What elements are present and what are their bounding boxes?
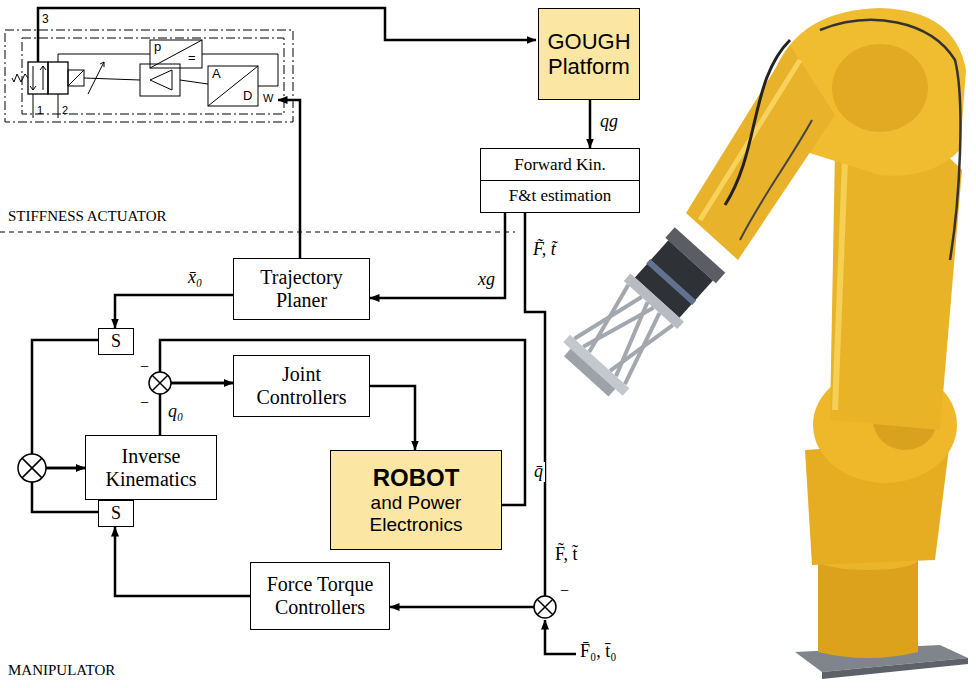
node-text: S — [100, 503, 132, 524]
signal-label: xg — [476, 270, 497, 290]
selection-box: S — [98, 328, 134, 355]
signal-name: W — [263, 92, 273, 104]
node-text: Forward Kin. — [481, 150, 639, 181]
node-text: ROBOT — [335, 464, 497, 492]
signal-connector — [370, 386, 415, 450]
robot-illustration — [557, 8, 968, 679]
process-box: Force Torque Controllers — [250, 562, 390, 630]
section-title: STIFFNESS ACTUATOR — [8, 208, 167, 225]
node-text: F&t estimation — [481, 181, 639, 211]
robot-box: ROBOTand Power Electronics — [330, 450, 502, 550]
schematic-wires — [38, 8, 576, 654]
node-text: GOUGH Platform — [543, 29, 635, 80]
node-content: Joint Controllers — [238, 363, 365, 409]
port-number: 2 — [62, 104, 68, 116]
selection-box: S — [98, 500, 134, 527]
node-content: S — [100, 331, 132, 352]
port-number: 1 — [37, 104, 43, 116]
node-text: and Power Electronics — [335, 492, 497, 536]
node-text: Force Torque Controllers — [255, 573, 385, 619]
section-divider — [0, 232, 515, 233]
stiffness-actuator-schematic — [5, 30, 293, 122]
signal-connector — [115, 295, 233, 328]
sensor-symbol-text: p — [154, 40, 161, 54]
signal-connector — [115, 527, 250, 596]
node-content: Force Torque Controllers — [255, 573, 385, 619]
sign-label: − — [560, 582, 569, 600]
node-text: Trajectory Planer — [238, 266, 365, 312]
sign-label: − — [140, 394, 149, 412]
node-content: Inverse Kinematics — [90, 445, 212, 491]
node-text: Joint Controllers — [238, 363, 365, 409]
sign-label: − — [140, 358, 149, 376]
signal-label: qg — [598, 112, 620, 132]
node-content: S — [100, 503, 132, 524]
node-content: Forward Kin.F&t estimation — [481, 150, 639, 210]
signal-connector — [160, 383, 233, 435]
signal-name: F̃, t̃ — [555, 545, 578, 565]
converter-symbol-text: D — [243, 89, 252, 103]
node-content: ROBOTand Power Electronics — [335, 464, 497, 535]
signal-name: F̄₀, t̄₀ — [580, 642, 617, 662]
node-text: S — [100, 331, 132, 352]
process-box: Trajectory Planer — [233, 258, 370, 320]
node-text: Inverse Kinematics — [90, 445, 212, 491]
estimation-box: Forward Kin.F&t estimation — [480, 148, 640, 213]
signal-connector — [370, 213, 505, 298]
signal-label: q₀ — [166, 402, 185, 422]
node-content: Trajectory Planer — [238, 266, 365, 312]
converter-symbol-text: A — [212, 67, 221, 81]
platform-box: GOUGH Platform — [538, 8, 640, 100]
sensor-symbol-text: = — [188, 51, 196, 65]
section-title: MANIPULATOR — [8, 662, 115, 679]
signal-label: q̄ — [532, 462, 545, 482]
node-content: GOUGH Platform — [543, 29, 635, 80]
signal-label: x̄₀ — [186, 268, 204, 288]
signal-label: F̃, t̃ — [531, 240, 558, 260]
signal-connector — [589, 100, 592, 148]
process-box: Inverse Kinematics — [85, 435, 217, 500]
process-box: Joint Controllers — [233, 355, 370, 417]
port-number: 3 — [42, 13, 49, 26]
